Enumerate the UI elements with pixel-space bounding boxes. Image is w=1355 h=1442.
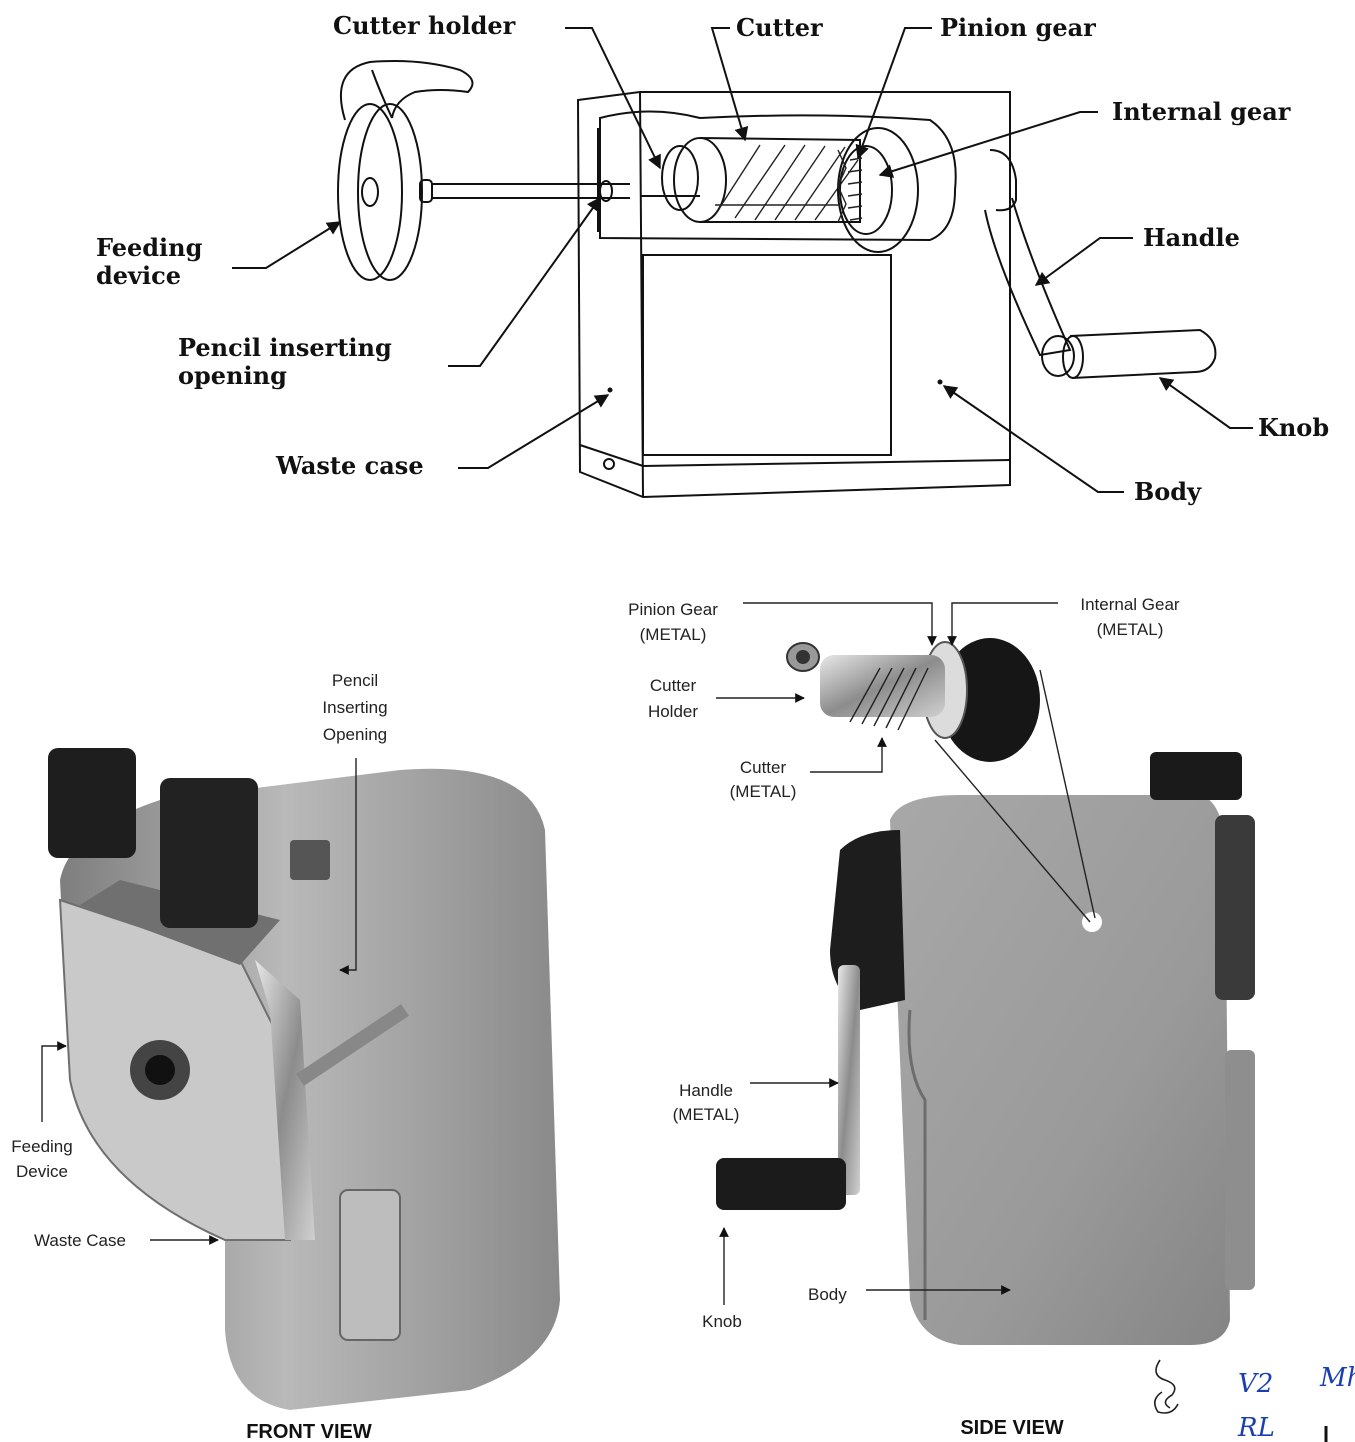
side-label-pinion-line2: (METAL)	[640, 625, 707, 644]
front-label-waste-case: Waste Case	[34, 1231, 126, 1250]
side-label-cutter-holder-line1: Cutter	[650, 676, 697, 695]
label-cutter-holder: Cutter holder	[333, 11, 516, 40]
label-feeding-device-line1: Feeding	[96, 233, 203, 262]
label-internal-gear: Internal gear	[1112, 97, 1291, 126]
side-view-caption: SIDE VIEW	[960, 1417, 1063, 1439]
schematic-drawing: Cutter holder Cutter Pinion gear Interna…	[96, 11, 1329, 506]
handwritten-mark-1: V2	[1238, 1369, 1273, 1399]
cutaway-window	[597, 110, 957, 242]
side-label-internal-line1: Internal Gear	[1080, 595, 1180, 614]
front-label-feeding-line1: Feeding	[11, 1137, 72, 1156]
handwritten-signature: V2 Mh RL	[1154, 1359, 1355, 1442]
front-label-feeding-line2: Device	[16, 1162, 68, 1181]
handwritten-mark-3: RL	[1237, 1413, 1275, 1442]
label-knob: Knob	[1258, 413, 1329, 442]
front-label-pencil-line2: Inserting	[322, 698, 387, 717]
side-label-handle-line2: (METAL)	[673, 1105, 740, 1124]
front-label-pencil-line1: Pencil	[332, 671, 378, 690]
side-label-cutter-holder-line2: Holder	[648, 702, 698, 721]
feeding-device-drawing	[337, 60, 630, 281]
handwritten-mark-2: Mh	[1319, 1363, 1355, 1393]
label-feeding-device-line2: device	[96, 261, 181, 290]
label-pencil-inserting-line1: Pencil inserting	[178, 333, 392, 362]
side-view-annotations: Pinion Gear (METAL) Internal Gear (METAL…	[628, 595, 1180, 1439]
side-label-cutter-line1: Cutter	[740, 758, 787, 777]
sharpener-body-outline	[576, 91, 1011, 499]
cutter-mechanism	[640, 127, 919, 253]
handle-drawing	[984, 149, 1217, 379]
label-waste-case: Waste case	[275, 451, 424, 480]
side-label-body: Body	[808, 1285, 847, 1304]
label-body: Body	[1134, 477, 1202, 506]
front-view-photo	[48, 748, 560, 1410]
front-view-caption: FRONT VIEW	[246, 1421, 372, 1442]
label-handle: Handle	[1143, 223, 1240, 252]
side-label-cutter-line2: (METAL)	[730, 782, 797, 801]
side-label-knob: Knob	[702, 1312, 742, 1331]
side-view-photo	[716, 752, 1255, 1345]
side-label-handle-line1: Handle	[679, 1081, 733, 1100]
side-label-pinion-line1: Pinion Gear	[628, 600, 718, 619]
front-view-annotations: Pencil Inserting Opening Feeding Device …	[11, 671, 387, 1442]
label-pencil-inserting-line2: opening	[178, 361, 287, 390]
schematic-leader-lines	[232, 27, 1253, 493]
label-cutter: Cutter	[736, 13, 823, 42]
label-pinion-gear: Pinion gear	[940, 13, 1096, 42]
side-label-internal-line2: (METAL)	[1097, 620, 1164, 639]
side-view-mechanism-photo	[786, 638, 1040, 762]
front-label-pencil-line3: Opening	[323, 725, 387, 744]
